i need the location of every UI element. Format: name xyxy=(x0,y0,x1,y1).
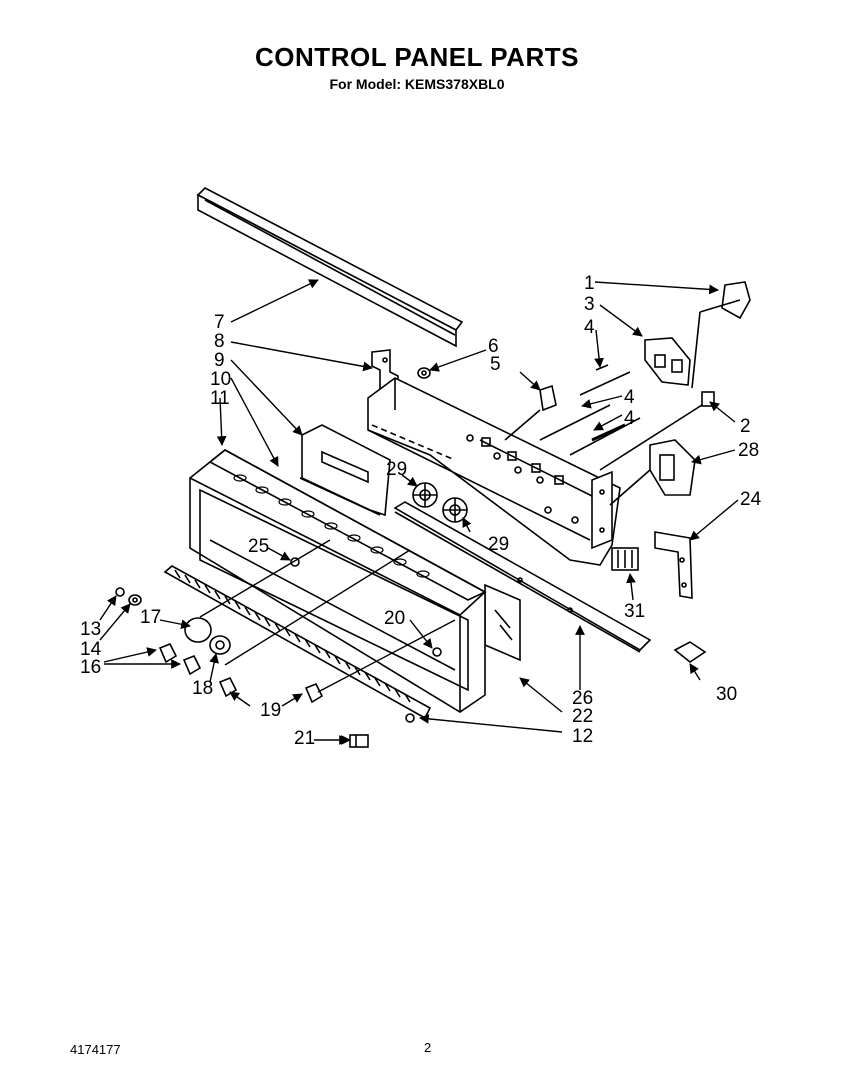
clip-30 xyxy=(673,641,707,663)
callout-labels: 1 2 3 4 4 4 5 6 7 8 9 10 11 12 13 14 16 … xyxy=(80,273,762,749)
callout-5: 5 xyxy=(490,354,501,375)
callout-17: 17 xyxy=(140,607,161,628)
callout-20: 20 xyxy=(384,608,405,629)
encoder-knob-left xyxy=(412,482,438,508)
clip-5 xyxy=(504,384,557,441)
document-number: 4174177 xyxy=(70,1042,121,1057)
page-title: CONTROL PANEL PARTS xyxy=(255,42,579,72)
knob-16b xyxy=(182,654,202,676)
callout-2: 2 xyxy=(740,416,751,437)
glass-panel-22 xyxy=(484,583,521,662)
callout-4b: 4 xyxy=(624,387,635,408)
callout-25: 25 xyxy=(248,536,269,557)
callout-1: 1 xyxy=(584,273,595,294)
switch-1 xyxy=(691,281,751,389)
callout-3: 3 xyxy=(584,294,595,315)
callout-12: 12 xyxy=(572,726,593,747)
callout-24: 24 xyxy=(740,489,762,510)
spring-14 xyxy=(128,594,142,606)
callout-21: 21 xyxy=(294,728,315,749)
callout-18: 18 xyxy=(192,678,213,699)
callout-28: 28 xyxy=(738,440,759,461)
top-trim-strip xyxy=(196,187,464,348)
relay-3 xyxy=(644,337,691,386)
screw-13 xyxy=(115,587,125,597)
control-chassis xyxy=(367,377,621,566)
callout-11: 11 xyxy=(210,388,230,409)
grommet-12 xyxy=(405,713,415,723)
callout-29b: 29 xyxy=(488,534,509,555)
knob-19b xyxy=(304,682,324,704)
leader-lines xyxy=(99,279,739,745)
callout-4a: 4 xyxy=(584,317,595,338)
support-rail-26 xyxy=(393,501,652,653)
callout-9: 9 xyxy=(214,350,225,371)
callout-6: 6 xyxy=(488,336,499,357)
model-subtitle: For Model: KEMS378XBL0 xyxy=(329,76,505,92)
callout-10: 10 xyxy=(210,369,231,390)
control-panel-frame xyxy=(189,449,487,713)
pin-4a xyxy=(579,364,631,396)
connector-21 xyxy=(349,734,369,748)
bracket-24 xyxy=(654,531,693,599)
page-number: 2 xyxy=(424,1040,432,1055)
washer-18 xyxy=(209,635,231,655)
knob-16a xyxy=(158,642,178,664)
callout-14: 14 xyxy=(80,639,102,660)
terminal-block-31 xyxy=(611,547,639,571)
callout-19: 19 xyxy=(260,700,281,721)
callout-26: 26 xyxy=(572,688,593,709)
encoder-knob-right xyxy=(442,497,468,523)
disc-17 xyxy=(184,617,212,643)
pin-4d xyxy=(591,423,626,442)
pin-4c xyxy=(569,417,641,456)
callout-4c: 4 xyxy=(624,408,635,429)
vent-strip-12 xyxy=(163,565,432,720)
callout-13: 13 xyxy=(80,619,101,640)
callout-8: 8 xyxy=(214,331,225,352)
nut-6 xyxy=(417,367,431,379)
pin-4b xyxy=(539,404,611,441)
callout-30: 30 xyxy=(716,684,737,705)
callout-31: 31 xyxy=(624,601,645,622)
electronic-control-board xyxy=(299,424,391,517)
transformer-28 xyxy=(609,439,696,506)
callout-22: 22 xyxy=(572,706,593,727)
callout-16: 16 xyxy=(80,657,101,678)
callout-7: 7 xyxy=(214,312,225,333)
knob-19a xyxy=(218,676,238,698)
callout-29a: 29 xyxy=(386,459,407,480)
